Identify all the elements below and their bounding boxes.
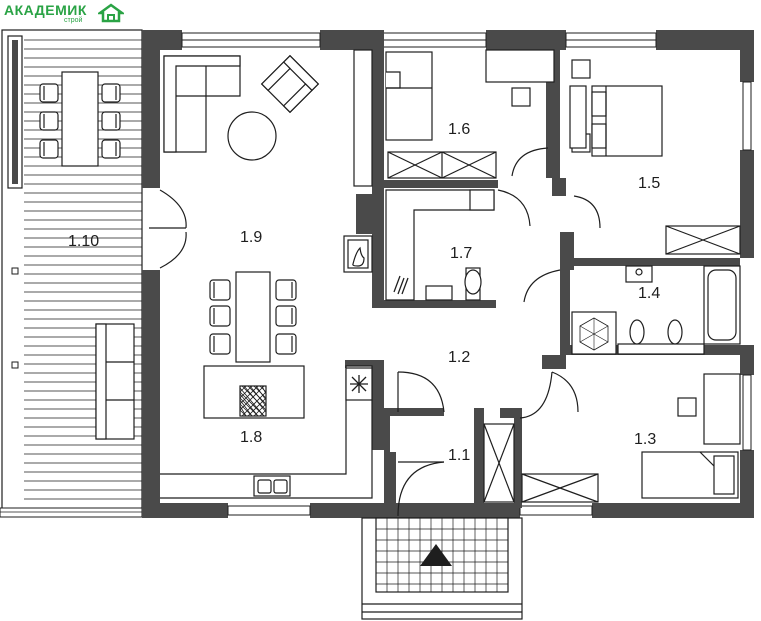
wardrobe-1-6 [387, 151, 497, 179]
terrace-sofa [95, 323, 135, 440]
kitchen-island [203, 365, 305, 419]
doors [149, 147, 601, 517]
logo-subtitle: строй [64, 17, 83, 24]
wardrobe-1-1 [483, 423, 515, 503]
desk-1-6 [485, 49, 555, 107]
dining-chair [275, 333, 297, 355]
fireplace-chimney [356, 194, 374, 234]
room-labels: 1.1 1.2 1.3 1.4 1.5 1.6 1.7 1.8 1.9 1.10 [68, 121, 660, 464]
room-label-1-5: 1.5 [638, 175, 660, 192]
dining-table [209, 271, 297, 363]
fireplace [343, 235, 373, 273]
bed-1-3 [641, 451, 739, 499]
exterior-walls [142, 30, 754, 518]
terrace-chair [39, 83, 59, 103]
tv-cabinet [353, 49, 373, 187]
wardrobe-1-5 [569, 85, 741, 255]
terrace-railing [7, 35, 23, 369]
room-label-1-7: 1.7 [450, 245, 472, 262]
bath-1-4-fixtures [571, 265, 741, 355]
terrace-chair [101, 83, 121, 103]
desk-1-3 [677, 373, 741, 445]
logo-brand: АКАДЕМИК [4, 2, 87, 18]
dining-chair [209, 305, 231, 327]
bed-1-6 [385, 51, 433, 141]
terrace-chair [101, 111, 121, 131]
terrace-chair [39, 111, 59, 131]
wardrobe-1-3 [521, 473, 599, 503]
dining-chair [275, 279, 297, 301]
dining-chair [209, 333, 231, 355]
dining-chair [209, 279, 231, 301]
bath-1-7-fixtures [385, 189, 495, 301]
house-icon [98, 3, 124, 23]
room-label-1-10: 1.10 [68, 233, 99, 250]
logo: АКАДЕМИК строй [2, 2, 130, 26]
dining-chair [275, 305, 297, 327]
terrace-chair [39, 139, 59, 159]
fridge-icon [350, 375, 368, 393]
entrance-porch [361, 517, 523, 620]
terrace-dining-table [39, 71, 121, 167]
room-label-1-9: 1.9 [240, 229, 262, 246]
room-label-1-2: 1.2 [448, 349, 470, 366]
washing-machine-icon [393, 275, 409, 295]
armchair [260, 54, 320, 114]
room-label-1-4: 1.4 [638, 285, 660, 302]
entrance-arrow-icon [420, 544, 452, 566]
room-label-1-6: 1.6 [448, 121, 470, 138]
living-sofa [163, 55, 241, 153]
windows [145, 32, 752, 516]
room-label-1-8: 1.8 [240, 429, 262, 446]
room-label-1-3: 1.3 [634, 431, 656, 448]
terrace-chair [101, 139, 121, 159]
room-label-1-1: 1.1 [448, 447, 470, 464]
coffee-table [227, 111, 277, 161]
